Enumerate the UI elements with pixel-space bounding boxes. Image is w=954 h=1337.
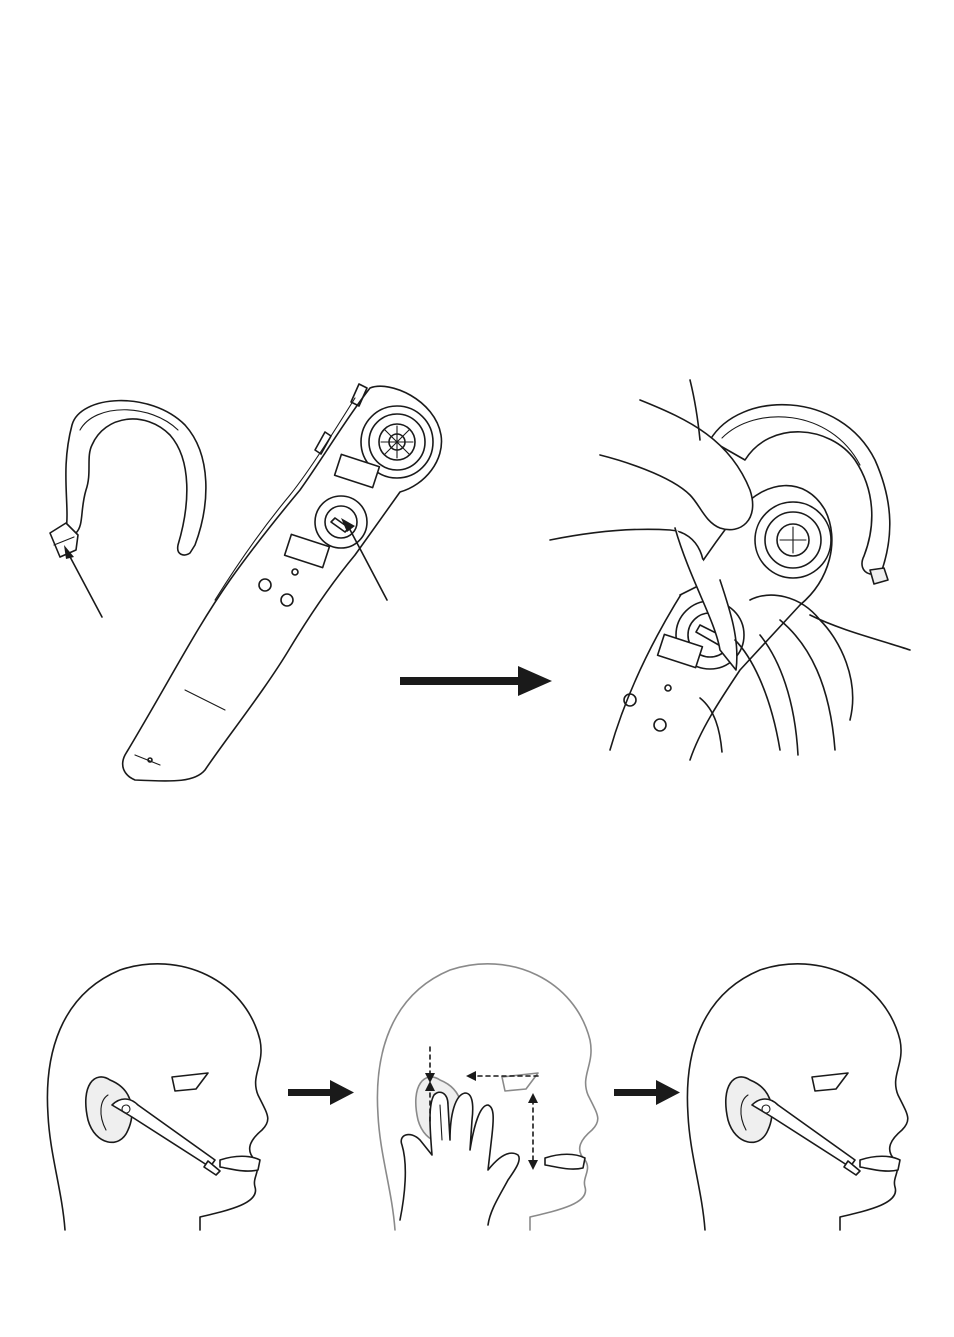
head-profile-icon (680, 955, 920, 1235)
headset-illustration (115, 380, 455, 790)
hand-assembly-icon (540, 380, 920, 760)
right-arrow-icon (288, 1080, 356, 1106)
headset-icon (115, 380, 455, 790)
head-profile-icon (370, 955, 610, 1235)
hand-assembly-illustration (540, 380, 920, 760)
step-arrow-1 (400, 666, 555, 696)
head-step-1 (40, 955, 280, 1235)
head-profile-icon (40, 955, 280, 1235)
step-arrow-2 (288, 1080, 356, 1106)
head-step-2 (370, 955, 610, 1235)
head-step-3 (680, 955, 920, 1235)
right-arrow-icon (614, 1080, 682, 1106)
step-arrow-3 (614, 1080, 682, 1106)
right-arrow-icon (400, 666, 555, 696)
